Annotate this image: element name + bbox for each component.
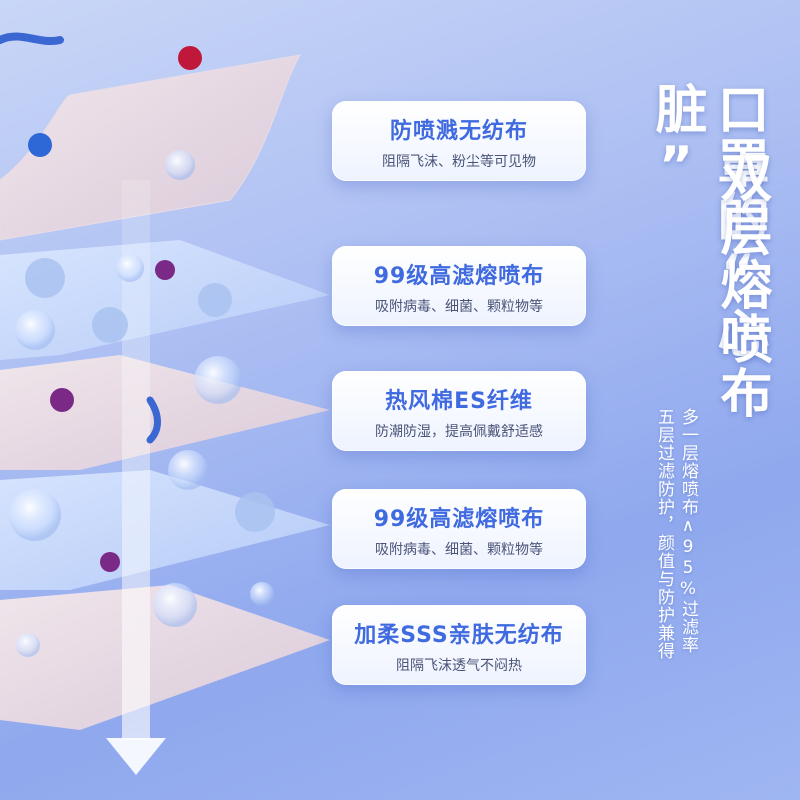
layer-subtitle: 阻隔飞沫透气不闷热 [396, 658, 522, 674]
headline-col-1: 口罩的“心脏” [646, 82, 768, 360]
oxygen-bubble-icon [116, 254, 144, 282]
germ-icon [100, 552, 120, 572]
layer-subtitle: 防潮防湿，提高佩戴舒适感 [375, 424, 543, 440]
filter-arrow-head [106, 738, 166, 775]
layer-2-filter [0, 240, 330, 360]
virus-icon [25, 258, 65, 298]
layer-title: 防喷溅无纺布 [389, 119, 528, 144]
tagline-col-2: 五层过滤防护，颜值与防护兼得 [654, 408, 674, 660]
germ-chain-icon [146, 396, 161, 444]
oxygen-bubble-icon [250, 582, 274, 606]
virus-icon [235, 492, 275, 532]
headline-col-2: 双层熔喷布 [711, 150, 771, 420]
layer-subtitle: 吸附病毒、细菌、颗粒物等 [375, 299, 543, 315]
germ-chain-icon [0, 32, 64, 45]
oxygen-bubble-icon [153, 583, 197, 627]
layer-title: 加柔SSS亲肤无纺布 [354, 623, 564, 648]
layer-card-3: 热风棉ES纤维 防潮防湿，提高佩戴舒适感 [332, 371, 586, 451]
layer-card-2: 99级高滤熔喷布 吸附病毒、细菌、颗粒物等 [332, 246, 586, 326]
germ-icon [155, 260, 175, 280]
tagline-col-1: 多一层熔喷布∧95%过滤率 [678, 408, 698, 654]
layer-subtitle: 阻隔飞沫、粉尘等可见物 [382, 154, 536, 170]
oxygen-bubble-icon [168, 450, 208, 490]
germ-icon [28, 133, 52, 157]
layer-5-soft [0, 585, 330, 730]
virus-icon [198, 283, 232, 317]
layer-card-5: 加柔SSS亲肤无纺布 阻隔飞沫透气不闷热 [332, 605, 586, 685]
layer-3-cotton [0, 355, 330, 470]
oxygen-bubble-icon [15, 310, 55, 350]
oxygen-bubble-icon [9, 489, 61, 541]
layer-title: 99级高滤熔喷布 [373, 264, 545, 289]
layer-subtitle: 吸附病毒、细菌、颗粒物等 [375, 542, 543, 558]
germ-icon [178, 46, 202, 70]
layer-title: 99级高滤熔喷布 [373, 507, 545, 532]
virus-icon [92, 307, 128, 343]
layer-title: 热风棉ES纤维 [385, 389, 533, 414]
oxygen-bubble-icon [16, 633, 40, 657]
layer-card-4: 99级高滤熔喷布 吸附病毒、细菌、颗粒物等 [332, 489, 586, 569]
oxygen-bubble-icon [194, 356, 242, 404]
layer-card-1: 防喷溅无纺布 阻隔飞沫、粉尘等可见物 [332, 101, 586, 181]
germ-icon [50, 388, 74, 412]
oxygen-bubble-icon [165, 150, 195, 180]
